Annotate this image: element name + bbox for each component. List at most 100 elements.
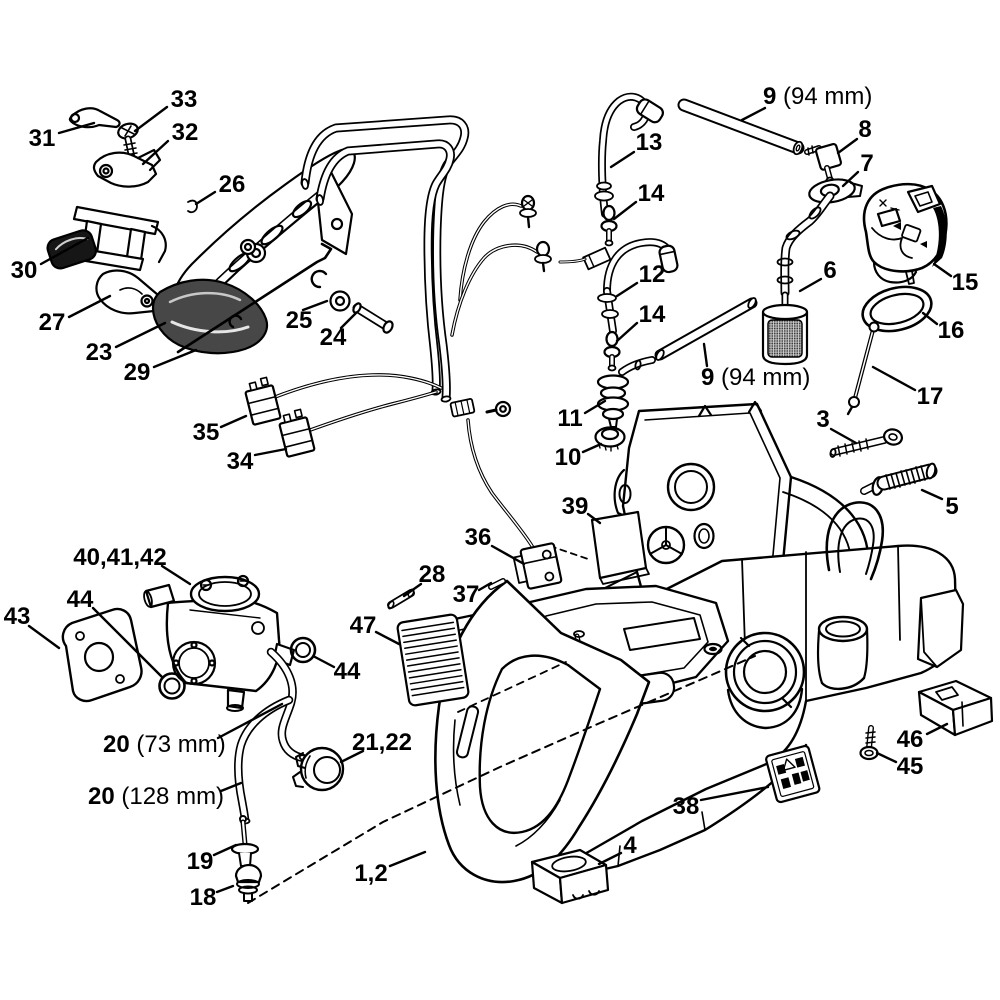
part-label-45-46: 45 [897, 755, 924, 779]
part-label-23-6: 23 [86, 341, 113, 365]
leader-line-35-10 [219, 414, 248, 429]
part-label-35-10: 35 [193, 421, 220, 445]
part-dimension: (128 mm) [114, 783, 225, 810]
part-label-8-17: 8 [858, 118, 871, 142]
leader-line-5-28 [920, 488, 944, 501]
part-dimension: (94 mm) [776, 83, 873, 110]
part-label-44-34: 44 [67, 588, 94, 612]
part-label-29-7: 29 [124, 361, 151, 385]
part-number: 23 [85, 339, 113, 366]
throttle-trigger-parts-drawing [46, 107, 198, 315]
rear-handle-drawing [434, 545, 651, 884]
part-label-4-43: 4 [623, 834, 636, 858]
part-label-19-40: 19 [187, 850, 214, 874]
leader-line-11-24 [583, 399, 607, 415]
part-number: 26 [218, 171, 246, 198]
leader-line-1-2-42 [388, 850, 427, 868]
part-number: 30 [10, 257, 38, 284]
part-number: 14 [638, 301, 666, 328]
part-label-26-3: 26 [219, 173, 246, 197]
hand-guard-drawing [151, 278, 269, 355]
part-label-46-45: 46 [897, 728, 924, 752]
part-number: 17 [916, 383, 944, 410]
leader-line-29-7 [152, 348, 198, 369]
part-number: 32 [171, 119, 199, 146]
part-label-44-36: 44 [334, 660, 361, 684]
leader-line-36-29 [490, 544, 526, 566]
choke-rod-drawing [176, 242, 394, 354]
part-label-24-9: 24 [320, 326, 347, 350]
part-number: 5 [945, 493, 959, 520]
leader-line-28-31 [402, 582, 423, 598]
leader-line-16-20 [921, 311, 939, 326]
part-number: 44 [66, 586, 94, 613]
part-number: 40,41,42 [73, 544, 167, 571]
leader-line-38-44 [699, 785, 770, 802]
part-number: 20 [103, 731, 130, 758]
part-label-38-44: 38 [673, 795, 700, 819]
leader-line-21-22-38 [339, 749, 365, 764]
part-label-11-24: 11 [557, 407, 582, 431]
part-number: 20 [88, 783, 115, 810]
part-number: 18 [189, 884, 217, 911]
leader-line-20-37 [216, 702, 284, 740]
part-number: 45 [896, 753, 924, 780]
part-number: 9 [701, 364, 715, 391]
leader-line-13-12 [609, 150, 636, 169]
part-number: 10 [554, 444, 582, 471]
part-label-17-23: 17 [917, 385, 944, 409]
part-number: 13 [635, 129, 663, 156]
leader-line-14-13 [612, 200, 638, 221]
part-label-39-26: 39 [562, 495, 589, 519]
part-dimension: (73 mm) [129, 731, 226, 758]
part-label-47-32: 47 [350, 614, 377, 638]
part-label-37-30: 37 [453, 583, 480, 607]
part-label-9-22: 9 (94 mm) [701, 366, 810, 390]
leader-line-14-15 [615, 321, 639, 343]
part-label-13-12: 13 [636, 131, 663, 155]
part-label-16-20: 16 [938, 319, 965, 343]
leader-line-44-34 [91, 606, 164, 679]
part-label-15-19: 15 [952, 271, 979, 295]
leader-line-45-46 [875, 751, 898, 764]
leader-line-23-6 [114, 321, 167, 349]
part-number: 39 [561, 493, 589, 520]
leader-line-12-14 [615, 281, 639, 298]
part-label-25-8: 25 [286, 309, 313, 333]
leader-line-20-39 [219, 781, 243, 793]
leader-line-8-17 [836, 137, 859, 155]
part-number: 19 [186, 848, 214, 875]
part-number: 28 [418, 561, 446, 588]
leader-line-7-18 [841, 170, 860, 188]
cable-tubes-drawing [300, 115, 470, 403]
part-number: 25 [285, 307, 313, 334]
part-label-27-5: 27 [39, 311, 66, 335]
part-number: 3 [816, 406, 830, 433]
part-number: 16 [937, 317, 965, 344]
fuel-lines-drawing [594, 92, 948, 452]
part-number: 47 [349, 612, 377, 639]
part-label-36-29: 36 [465, 526, 492, 550]
leader-line-44-36 [313, 655, 336, 669]
part-number: 24 [319, 324, 347, 351]
part-label-30-4: 30 [11, 259, 38, 283]
part-label-31-1: 31 [29, 127, 56, 151]
part-number: 11 [557, 405, 583, 432]
part-number: 15 [951, 269, 979, 296]
leader-line-15-19 [932, 262, 953, 278]
part-label-40-41-42-33: 40,41,42 [73, 546, 166, 570]
leader-line-9-16 [740, 106, 767, 122]
leader-line-3-27 [829, 427, 858, 445]
leader-line-30-4 [39, 236, 90, 266]
part-number: 38 [672, 793, 700, 820]
part-label-28-31: 28 [419, 563, 446, 587]
part-label-20-37: 20 (73 mm) [103, 733, 226, 757]
carburetor-drawing [61, 574, 345, 902]
part-label-14-13: 14 [638, 182, 665, 206]
part-dimension: (94 mm) [714, 364, 811, 391]
leader-line-46-45 [925, 722, 949, 736]
leader-line-17-23 [871, 365, 917, 392]
part-label-14-15: 14 [639, 303, 666, 327]
part-label-34-11: 34 [227, 450, 254, 474]
leader-line-39-26 [586, 512, 602, 525]
